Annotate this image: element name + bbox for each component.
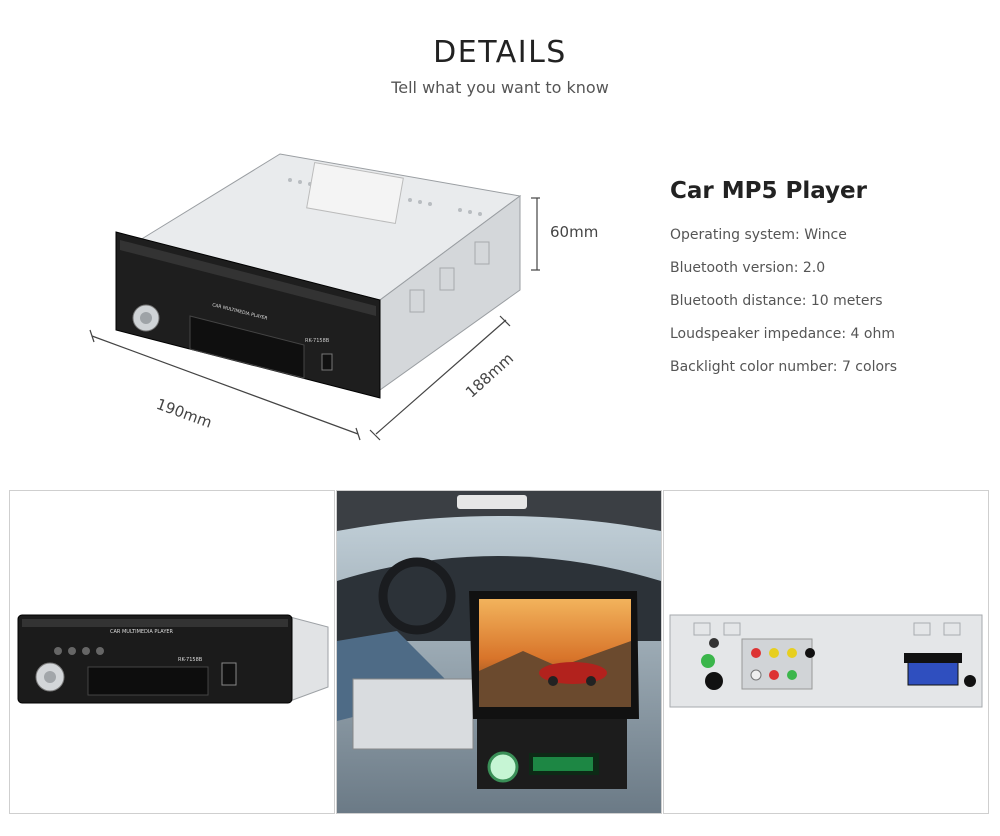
product-name: Car MP5 Player [670,178,867,204]
page-title: DETAILS [433,35,567,70]
details-header: DETAILS Tell what you want to know [0,34,1000,98]
in-car-illustration [337,491,661,813]
height-dimension-label: 60mm [550,223,599,241]
spec-item-os: Operating system: Wince [670,227,847,243]
spec-item-backlight: Backlight color number: 7 colors [670,359,898,375]
spec-list: Operating system: Wince Bluetooth versio… [670,226,980,391]
front-view-illustration: CAR MULTIMEDIA PLAYER RK-7158B [17,614,329,704]
spec-item-bt-version: Bluetooth version: 2.0 [670,260,826,276]
product-gallery: CAR MULTIMEDIA PLAYER RK-7158B [9,490,991,814]
spec-item-bt-distance: Bluetooth distance: 10 meters [670,293,883,309]
specs-panel: Car MP5 Player Operating system: Wince B… [670,176,980,391]
faceplate-label: CAR MULTIMEDIA PLAYER [110,629,174,635]
faceplate-model: RK-7158B [305,338,330,344]
gallery-image-rear [663,490,989,814]
page-subtitle: Tell what you want to know [391,78,609,97]
rear-view-illustration [669,614,983,708]
gallery-image-in-car [336,490,662,814]
spec-item-impedance: Loudspeaker impedance: 4 ohm [670,326,895,342]
faceplate-model: RK-7158B [178,657,203,663]
gallery-image-front: CAR MULTIMEDIA PLAYER RK-7158B [9,490,335,814]
product-hero-image: RK-7158B CAR MULTIMEDIA PLAYER [89,153,540,441]
